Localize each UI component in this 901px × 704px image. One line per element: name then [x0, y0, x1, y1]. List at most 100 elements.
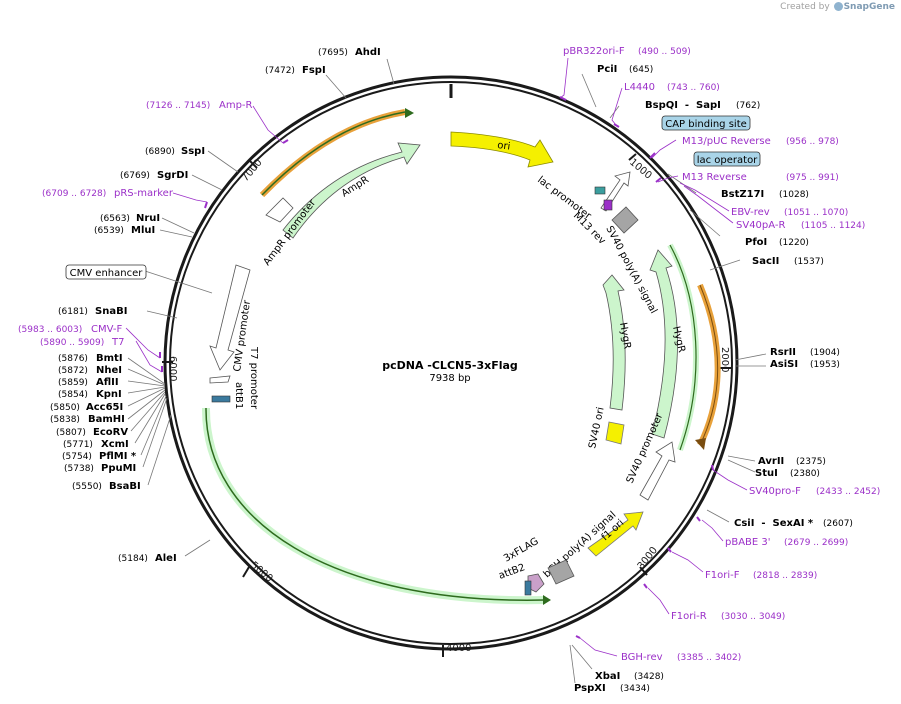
- ori-arrow: [450, 131, 554, 168]
- insert-green-line: [205, 407, 546, 601]
- enzyme-pos-bmti: (5876): [58, 354, 88, 364]
- sv40-polya-gray-box: [611, 206, 639, 234]
- primer-range-pbabe-3: (2679 .. 2699): [784, 538, 848, 548]
- attb1-box: [211, 395, 231, 403]
- enzyme-pos-asisi: (1953): [810, 360, 840, 370]
- sv40-ori-box: [605, 421, 625, 445]
- primer-range-cmv-f: (5983 .. 6003): [18, 325, 82, 335]
- primer-range-f1ori-f: (2818 .. 2839): [753, 571, 817, 581]
- tick-label-6000: 6000: [167, 356, 178, 381]
- primer-range-l4440: (743 .. 760): [667, 83, 720, 93]
- primer-ebv-rev: EBV-rev: [731, 207, 770, 218]
- enzyme-pos-sspi: (6890): [145, 147, 175, 157]
- enzyme-pos-stui: (2380): [790, 469, 820, 479]
- enzyme-aflii: AflII: [96, 377, 119, 388]
- map-length: 7938 bp: [429, 373, 470, 384]
- cmv-enhancer-label: CMV enhancer: [65, 264, 147, 280]
- tick-label-3000: 3000: [636, 545, 660, 572]
- enzyme-pcii: PciI: [597, 64, 617, 75]
- primer-range-sv40pa-r: (1105 .. 1124): [801, 221, 865, 231]
- enzyme-ppumi: PpuMI: [101, 463, 136, 474]
- credit-prefix: Created by: [780, 2, 830, 12]
- attb2-box: [524, 580, 532, 596]
- primer-range-t7: (5890 .. 5909): [40, 338, 104, 348]
- enzyme-pos-ecorv: (5807): [56, 428, 86, 438]
- enzyme-pos-ppumi: (5738): [64, 464, 94, 474]
- enzyme-pos-snabi: (6181): [58, 307, 88, 317]
- enzyme-xbai: XbaI: [595, 671, 620, 682]
- primer-t7: T7: [111, 337, 124, 348]
- lac-operator-label: lac operator: [693, 151, 761, 167]
- enzyme-pos-acc65i: (5850): [50, 403, 80, 413]
- enzyme-pos-alei: (5184): [118, 554, 148, 564]
- primer-range-prs-marker: (6709 .. 6728): [42, 189, 106, 199]
- ampr-arrow: [282, 142, 421, 239]
- snapgene-credit: Created by SnapGene: [780, 2, 895, 12]
- enzyme-bsabi: BsaBI: [109, 481, 141, 492]
- t7-promoter-arrow: [209, 375, 231, 384]
- primer-pbabe-3: pBABE 3': [725, 537, 771, 548]
- enzyme-pos-pcii: (645): [629, 65, 653, 75]
- insert-arrow-head: [543, 595, 551, 605]
- enzyme-pos-kpni: (5854): [58, 390, 88, 400]
- primer-range-bgh-rev: (3385 .. 3402): [677, 653, 741, 663]
- enzyme-stui: StuI: [755, 468, 778, 479]
- feature-attb1: attB1: [233, 382, 244, 409]
- primer-range-ebv-rev: (1051 .. 1070): [784, 208, 848, 218]
- enzyme-bmti: BmtI: [96, 353, 123, 364]
- enzyme-nhei: NheI: [96, 365, 122, 376]
- ampr-arrow-head: [405, 108, 414, 118]
- primer-m13-puc-reverse: M13/pUC Reverse: [682, 136, 771, 147]
- primer-bgh-rev: BGH-rev: [621, 652, 663, 663]
- enzyme-pos-bstz17i: (1028): [779, 190, 809, 200]
- cap-small-box: [594, 186, 606, 195]
- enzyme-nrui: NruI: [136, 213, 160, 224]
- enzyme-pos-ahdi: (7695): [318, 48, 348, 58]
- cmv-promoter-arrow: [209, 264, 251, 371]
- feature-3xflag: 3xFLAG: [502, 536, 541, 565]
- primer-f1ori-r: F1ori-R: [671, 611, 707, 622]
- enzyme-csii: CsiI - SexAI *: [734, 518, 814, 529]
- primer-sv40pro-f: SV40pro-F: [749, 486, 801, 497]
- hygr-arrow-left: [602, 274, 626, 411]
- primer-marks: [159, 96, 714, 639]
- orange-line-right: [699, 284, 719, 446]
- primer-range-m13-puc-reverse: (956 .. 978): [786, 137, 839, 147]
- tick-label-7000: 7000: [240, 157, 265, 184]
- enzyme-pos-bspqi: (762): [736, 101, 760, 111]
- enzyme-pos-bsabi: (5550): [72, 482, 102, 492]
- primer-amp-r: Amp-R: [219, 100, 253, 111]
- ampr-promoter-arrow: [265, 197, 294, 223]
- cap-binding-site-text: CAP binding site: [665, 119, 747, 130]
- enzyme-pos-rsrii: (1904): [810, 348, 840, 358]
- primer-pbr322ori-f: pBR322ori-F: [563, 46, 625, 57]
- map-name: pcDNA -CLCN5-3xFlag: [382, 359, 518, 372]
- feature-ori: ori: [497, 140, 511, 153]
- enzyme-snabi: SnaBI: [95, 306, 127, 317]
- enzyme-pos-nhei: (5872): [58, 366, 88, 376]
- enzyme-pos-pspxi: (3434): [620, 684, 650, 694]
- enzyme-avrii: AvrII: [758, 456, 784, 467]
- enzyme-acc65i: Acc65I: [86, 402, 123, 413]
- tick-label-5000: 5000: [248, 560, 275, 585]
- primer-cmv-f: CMV-F: [91, 324, 122, 335]
- enzyme-pos-csii: (2607): [823, 519, 853, 529]
- primer-range-sv40pro-f: (2433 .. 2452): [816, 487, 880, 497]
- enzyme-mlui: MluI: [131, 225, 155, 236]
- enzyme-pos-sacii: (1537): [794, 257, 824, 267]
- enzyme-sacii: SacII: [752, 256, 779, 267]
- leader-lines: [127, 58, 767, 684]
- tick-label-2000: 2000: [719, 347, 730, 372]
- enzyme-pos-bamhi: (5838): [50, 415, 80, 425]
- enzyme-ahdi: AhdI: [355, 47, 381, 58]
- enzyme-pos-sgrdi: (6769): [120, 171, 150, 181]
- enzyme-pos-pfoi: (1220): [779, 238, 809, 248]
- credit-brand: SnapGene: [843, 2, 895, 12]
- enzyme-bstz17i: BstZ17I: [721, 189, 764, 200]
- enzyme-sgrdi: SgrDI: [157, 170, 188, 181]
- feature-sv40-ori: SV40 ori: [587, 406, 607, 449]
- sv40-promoter-arrow: [639, 441, 676, 501]
- enzyme-pos-nrui: (6563): [100, 214, 130, 224]
- tick-label-1000: 1000: [627, 157, 654, 182]
